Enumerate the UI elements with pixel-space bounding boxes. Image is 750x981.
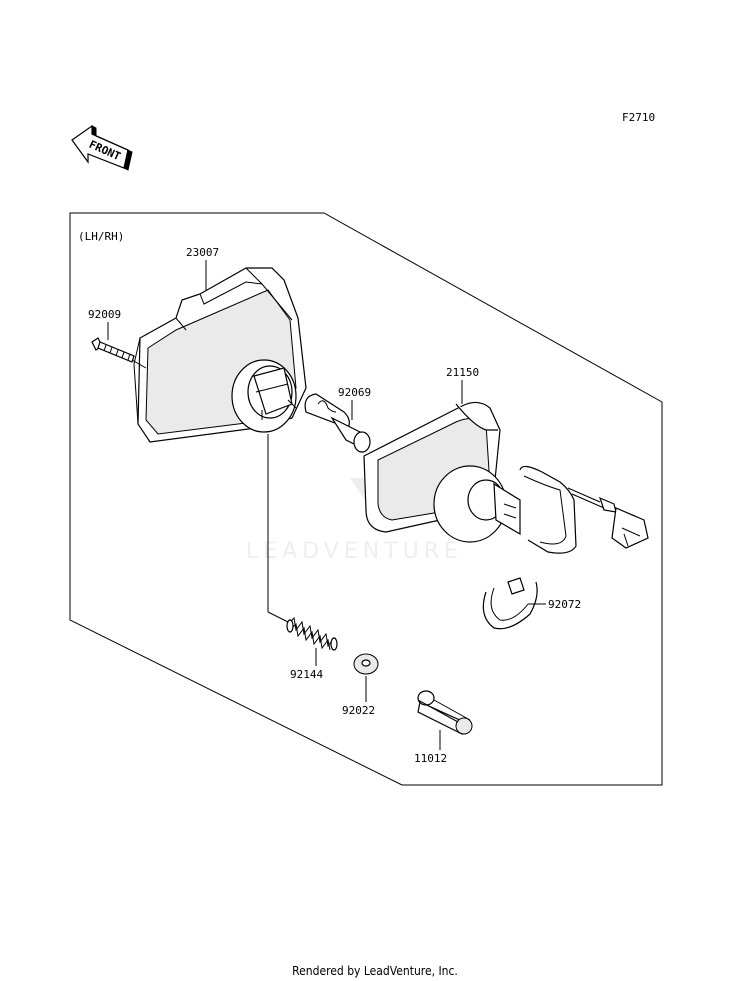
part-label-11012: 11012: [414, 752, 447, 765]
assembly-frame: [69, 212, 663, 786]
washer-92022[interactable]: [353, 653, 379, 675]
screw-92009[interactable]: [91, 337, 135, 363]
variant-label: (LH/RH): [78, 230, 124, 243]
part-label-92069: 92069: [338, 386, 371, 399]
front-arrow-icon: FRONT: [71, 124, 133, 171]
part-label-92144: 92144: [290, 668, 323, 681]
figure-code: F2710: [622, 111, 655, 124]
spring-92144[interactable]: [286, 616, 338, 651]
band-92072[interactable]: [482, 577, 538, 630]
part-label-23007: 23007: [186, 246, 219, 259]
lamp-housing-23007[interactable]: [133, 267, 307, 443]
footer-credit: Rendered by LeadVenture, Inc.: [292, 964, 458, 978]
part-label-92022: 92022: [342, 704, 375, 717]
bulb-92069[interactable]: [304, 393, 371, 453]
part-label-21150: 21150: [446, 366, 479, 379]
watermark-text: LEADVENTURE: [246, 539, 463, 564]
part-label-92072: 92072: [548, 598, 581, 611]
collar-11012[interactable]: [417, 690, 473, 735]
socket-cover-21150[interactable]: [363, 401, 649, 554]
part-label-92009: 92009: [88, 308, 121, 321]
